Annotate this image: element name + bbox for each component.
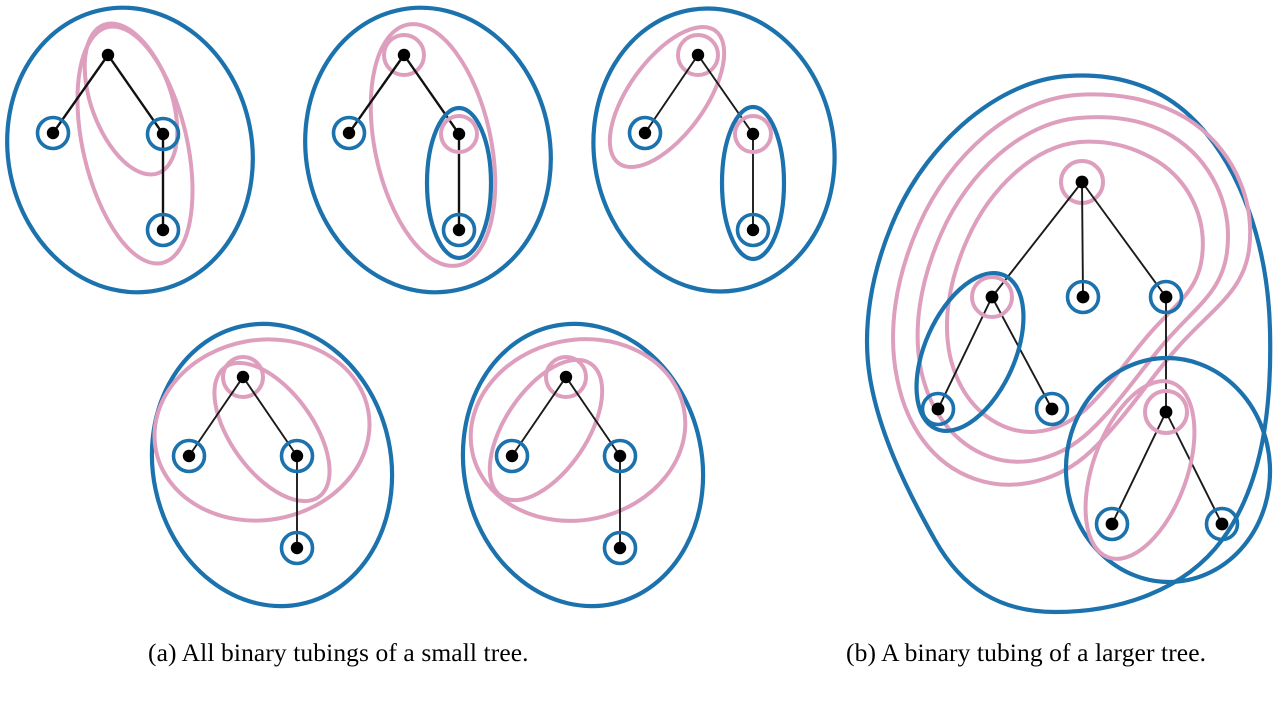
node-right (290, 449, 304, 463)
node-lg-right (1045, 402, 1059, 416)
tube-blue-bottom (735, 212, 771, 248)
tube-blue-node-right (1148, 279, 1184, 315)
tubing-2 (303, 5, 553, 295)
node-bottom (156, 223, 170, 237)
node-rsub-root (1159, 405, 1173, 419)
tube-pink-root (382, 33, 426, 77)
tube-pink-root (676, 33, 720, 77)
node-bottom (452, 223, 466, 237)
node-right (613, 449, 627, 463)
tube-pink-root (221, 355, 265, 399)
tube-outer-blue (5, 5, 255, 295)
tube-pink-root-both-children (152, 337, 372, 523)
tube-blue-right (279, 438, 315, 474)
tube-blue-left (331, 115, 367, 151)
tube-outer-blue (591, 6, 837, 294)
node-rg-left (1105, 517, 1119, 531)
tube-pink-right-child (1143, 389, 1189, 435)
tubing-3 (591, 6, 837, 294)
edge-root-right-child (1081, 181, 1167, 298)
tube-blue-left (35, 115, 71, 151)
node-bottom (290, 541, 304, 555)
tube-outer-blue (303, 5, 553, 295)
node-left-child (985, 290, 999, 304)
caption-panel-a: (a) All binary tubings of a small tree. (148, 638, 529, 667)
node-right (156, 127, 170, 141)
tube-outer-blue (149, 321, 395, 609)
node-root (236, 370, 250, 384)
node-left (182, 449, 196, 463)
tube-pink-level-2 (915, 115, 1230, 464)
tube-blue-right (602, 438, 638, 474)
tube-pink-root-right (82, 21, 180, 177)
node-rg-right (1215, 517, 1229, 531)
tube-pink-right-subtree-inner (1083, 379, 1197, 561)
tube-blue-bottom (602, 530, 638, 566)
edge-root-right (403, 54, 460, 135)
tube-pink-root-right-bottom (368, 22, 498, 268)
edge-root-right (697, 54, 754, 135)
node-right (746, 127, 760, 141)
tube-blue-node-rg-left (1094, 506, 1130, 542)
tubing-1 (5, 5, 255, 295)
tube-blue-right (145, 116, 181, 152)
large-tree-tubing (864, 73, 1273, 615)
tube-pink-right (733, 114, 773, 154)
node-right-child (1159, 290, 1173, 304)
node-left (638, 126, 652, 140)
node-root (101, 48, 115, 62)
node-root (397, 48, 411, 62)
tubing-5 (460, 321, 706, 609)
tube-pink-root-right-bottom (75, 24, 195, 266)
caption-panel-b: (b) A binary tubing of a larger tree. (846, 638, 1207, 667)
tube-blue-left (627, 115, 663, 151)
node-bottom (613, 541, 627, 555)
tube-blue-node-rg-right (1204, 506, 1240, 542)
tube-blue-left (171, 438, 207, 474)
tube-pink-root-left (607, 25, 727, 169)
tubing-4 (149, 321, 395, 609)
tube-blue-node-lg-left (920, 391, 956, 427)
tube-blue-right-bottom (424, 105, 494, 261)
tube-pink-root-both-children (468, 337, 688, 523)
node-left (342, 126, 356, 140)
tube-pink-level-1 (891, 92, 1253, 487)
tube-pink-root-left (487, 357, 605, 503)
tube-pink-root-right (212, 360, 332, 504)
node-mid-child (1076, 290, 1090, 304)
tube-blue-right-bottom (719, 104, 787, 262)
tube-pink-left-child (970, 275, 1014, 319)
node-lg-left (931, 402, 945, 416)
edge-rsub-root-to-rg-left (1111, 411, 1167, 525)
tube-blue-node-lg-right (1034, 391, 1070, 427)
tube-blue-bottom (145, 212, 181, 248)
tube-blue-node-mid (1065, 279, 1101, 315)
tube-outer-blue (460, 321, 706, 609)
tube-blue-right-subtree (1063, 355, 1273, 585)
node-left (505, 449, 519, 463)
node-left (46, 126, 60, 140)
node-root (1075, 175, 1089, 189)
node-right (452, 127, 466, 141)
tube-pink-root (544, 355, 588, 399)
tube-blue-left (494, 438, 530, 474)
node-root (559, 370, 573, 384)
node-root (691, 48, 705, 62)
edge-root-mid-child (1081, 181, 1084, 298)
tube-pink-right (439, 114, 479, 154)
tube-blue-left-subtree (914, 271, 1026, 433)
tube-outer-blue-boundary (864, 73, 1273, 615)
tube-pink-level-3 (945, 139, 1205, 434)
tube-blue-bottom (279, 530, 315, 566)
tube-blue-bottom (441, 212, 477, 248)
node-bottom (746, 223, 760, 237)
